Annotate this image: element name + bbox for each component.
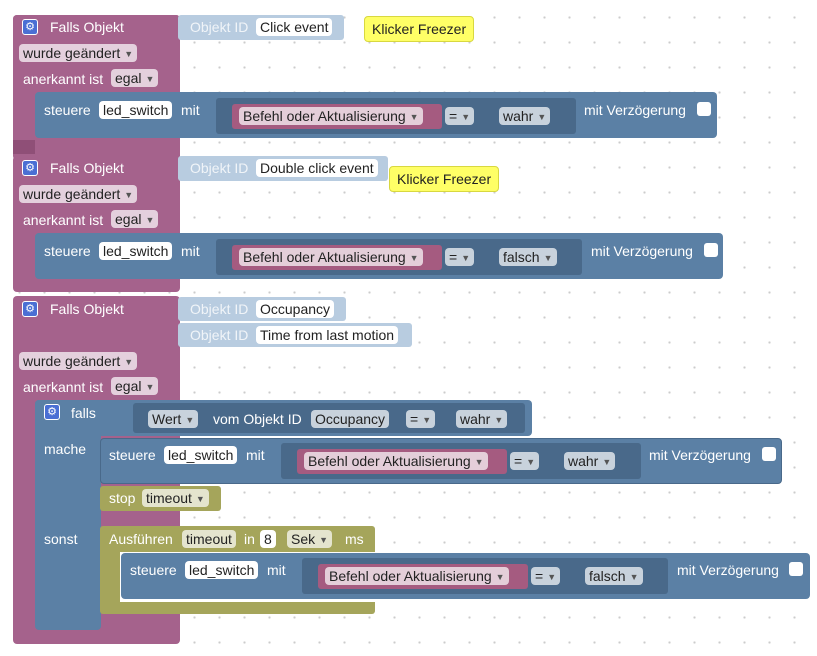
mode-dropdown[interactable]: Befehl oder Aktualisierung▼: [304, 452, 488, 470]
target-field[interactable]: led_switch: [164, 446, 238, 464]
condition-object-field[interactable]: Occupancy: [311, 410, 390, 428]
mode-dropdown[interactable]: Befehl oder Aktualisierung▼: [239, 107, 423, 125]
chevron-down-icon: ▼: [319, 535, 329, 545]
value-dropdown[interactable]: wahr▼: [499, 107, 551, 125]
stop-label: stop: [109, 490, 136, 506]
delay-label: mit Verzögerung: [591, 243, 693, 259]
object-id-field[interactable]: Click event: [256, 18, 333, 36]
chevron-down-icon: ▼: [145, 382, 155, 392]
object-id-label: Objekt ID: [190, 301, 249, 317]
if-else-block[interactable]: [35, 400, 101, 630]
object-id-field-2[interactable]: Time from last motion: [256, 326, 399, 344]
value-dropdown[interactable]: falsch▼: [585, 567, 643, 585]
chevron-down-icon: ▼: [461, 253, 471, 263]
mit-label: mit: [246, 447, 265, 463]
delay-label: mit Verzögerung: [584, 102, 686, 118]
chevron-down-icon: ▼: [526, 457, 536, 467]
sonst-label: sonst: [44, 531, 78, 547]
chevron-down-icon: ▼: [461, 112, 471, 122]
ack-label: anerkannt ist: [23, 71, 104, 87]
object-id-field[interactable]: Occupancy: [256, 300, 335, 318]
trigger-title: Falls Objekt: [50, 301, 124, 317]
target-field[interactable]: led_switch: [185, 561, 259, 579]
ack-dropdown[interactable]: egal▼: [111, 377, 159, 395]
ms-label: ms: [345, 531, 364, 547]
trigger-title: Falls Objekt: [50, 160, 124, 176]
condition-value-dropdown[interactable]: wahr▼: [456, 410, 508, 428]
ack-label: anerkannt ist: [23, 212, 104, 228]
falls-label: falls: [71, 405, 96, 421]
trigger-title: Falls Objekt: [50, 19, 124, 35]
timeout-unit-dropdown[interactable]: Sek▼: [287, 530, 333, 548]
mit-label: mit: [181, 102, 200, 118]
chevron-down-icon: ▼: [124, 357, 134, 367]
mache-label: mache: [44, 441, 87, 457]
chevron-down-icon: ▼: [409, 112, 419, 122]
chevron-down-icon: ▼: [185, 415, 195, 425]
ack-label: anerkannt ist: [23, 379, 104, 395]
chevron-down-icon: ▼: [195, 494, 205, 504]
change-dropdown[interactable]: wurde geändert▼: [19, 352, 138, 370]
chevron-down-icon: ▼: [474, 457, 484, 467]
stop-timer-dropdown[interactable]: timeout▼: [142, 489, 209, 507]
chevron-down-icon: ▼: [602, 457, 612, 467]
mode-dropdown[interactable]: Befehl oder Aktualisierung▼: [325, 567, 509, 585]
delay-checkbox[interactable]: [704, 243, 718, 257]
ausfuehren-label: Ausführen: [109, 531, 173, 547]
chevron-down-icon: ▼: [495, 572, 505, 582]
delay-checkbox[interactable]: [762, 447, 776, 461]
op-dropdown[interactable]: =▼: [531, 567, 561, 585]
object-id-label: Objekt ID: [190, 19, 249, 35]
gear-icon[interactable]: ⚙: [22, 160, 38, 176]
timeout-amount-field[interactable]: 8: [260, 530, 276, 548]
steuere-label: steuere: [44, 243, 91, 259]
condition-op-dropdown[interactable]: =▼: [406, 410, 436, 428]
ack-dropdown[interactable]: egal▼: [111, 69, 159, 87]
object-id-field[interactable]: Double click event: [256, 159, 378, 177]
comment-note[interactable]: Klicker Freezer: [364, 16, 475, 42]
target-field[interactable]: led_switch: [99, 242, 173, 260]
mit-label: mit: [267, 562, 286, 578]
ack-dropdown[interactable]: egal▼: [111, 210, 159, 228]
vom-label: vom Objekt ID: [213, 411, 302, 427]
chevron-down-icon: ▼: [124, 190, 134, 200]
gear-icon[interactable]: ⚙: [22, 19, 38, 35]
chevron-down-icon: ▼: [629, 572, 639, 582]
op-dropdown[interactable]: =▼: [445, 107, 475, 125]
target-field[interactable]: led_switch: [99, 101, 173, 119]
delay-checkbox[interactable]: [697, 102, 711, 116]
gear-icon[interactable]: ⚙: [44, 404, 60, 420]
chevron-down-icon: ▼: [547, 572, 557, 582]
change-dropdown[interactable]: wurde geändert▼: [19, 185, 138, 203]
chevron-down-icon: ▼: [124, 49, 134, 59]
timer-name-field[interactable]: timeout: [182, 530, 236, 548]
steuere-label: steuere: [44, 102, 91, 118]
op-dropdown[interactable]: =▼: [445, 248, 475, 266]
chevron-down-icon: ▼: [145, 74, 155, 84]
delay-checkbox[interactable]: [789, 562, 803, 576]
chevron-down-icon: ▼: [543, 253, 553, 263]
delay-label: mit Verzögerung: [677, 562, 779, 578]
change-dropdown[interactable]: wurde geändert▼: [19, 44, 138, 62]
chevron-down-icon: ▼: [145, 215, 155, 225]
chevron-down-icon: ▼: [422, 415, 432, 425]
mit-label: mit: [181, 243, 200, 259]
wert-dropdown[interactable]: Wert▼: [148, 410, 199, 428]
comment-note[interactable]: Klicker Freezer: [389, 166, 500, 192]
mode-dropdown[interactable]: Befehl oder Aktualisierung▼: [239, 248, 423, 266]
value-dropdown[interactable]: falsch▼: [499, 248, 557, 266]
object-id-label: Objekt ID: [190, 327, 249, 343]
chevron-down-icon: ▼: [494, 415, 504, 425]
in-label: in: [244, 531, 255, 547]
steuere-label: steuere: [130, 562, 177, 578]
chevron-down-icon: ▼: [537, 112, 547, 122]
object-id-label: Objekt ID: [190, 160, 249, 176]
chevron-down-icon: ▼: [409, 253, 419, 263]
gear-icon[interactable]: ⚙: [22, 301, 38, 317]
op-dropdown[interactable]: =▼: [510, 452, 540, 470]
value-dropdown[interactable]: wahr▼: [564, 452, 616, 470]
steuere-label: steuere: [109, 447, 156, 463]
delay-label: mit Verzögerung: [649, 447, 751, 463]
